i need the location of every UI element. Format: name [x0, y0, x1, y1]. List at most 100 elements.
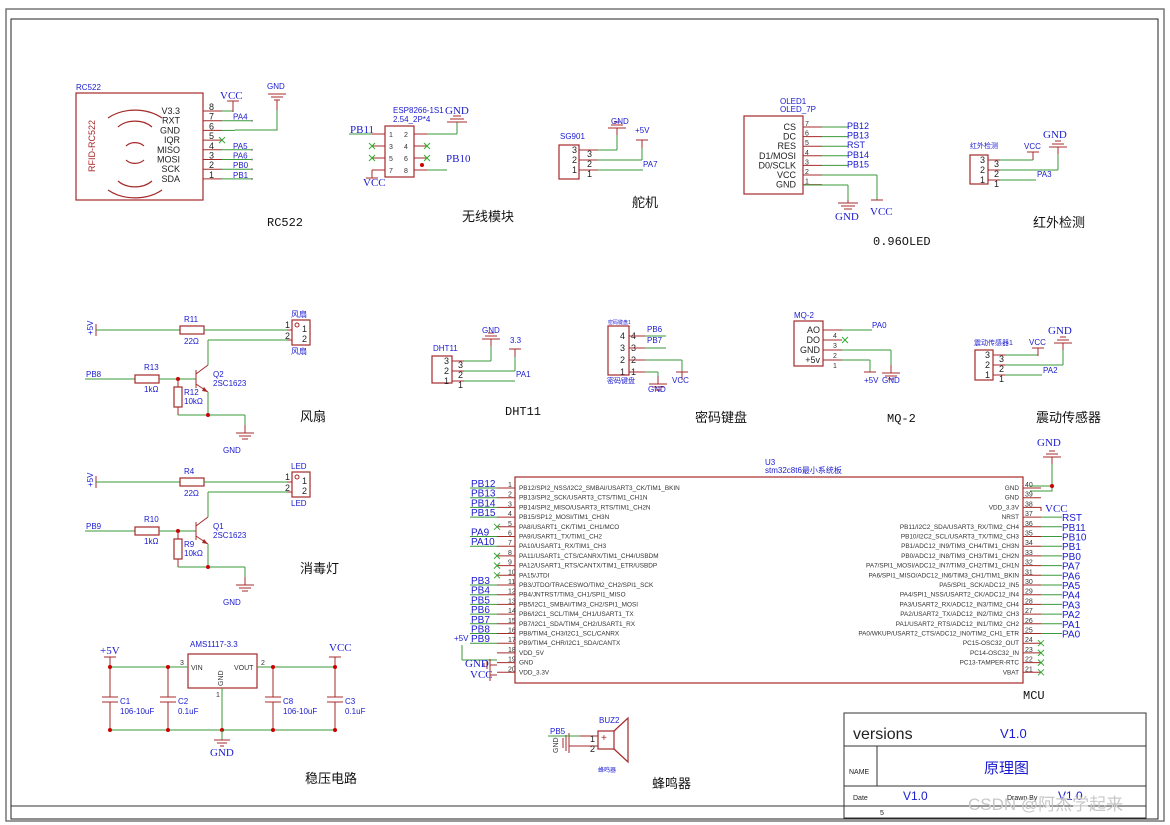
no-connect: [423, 142, 431, 150]
pin-number: 3: [458, 360, 463, 370]
pin-number: 9: [508, 560, 512, 567]
net-label: PA5: [1062, 581, 1081, 592]
pin-number: 34: [1025, 540, 1033, 547]
mcu-pin-name: PB12/SPI2_NSS/I2C2_SMBAI/USART3_CK/TIM1_…: [519, 485, 680, 492]
mcu-pin-name: PA3/USART2_RX/ADC12_IN3/TIM2_CH4: [900, 601, 1020, 608]
ground-icon: [214, 739, 230, 747]
pin-number: 4: [833, 333, 837, 340]
connector-body: [291, 471, 311, 498]
pin-number: 4: [404, 144, 408, 151]
servo-gnd-label: GND: [611, 117, 629, 126]
buzzer-block: BUZ2 PB5 GND 1 2 + 蜂鸣器 蜂鸣器: [548, 716, 691, 791]
pin-number: 26: [1025, 618, 1033, 625]
junction-dot: [166, 665, 170, 669]
wifi-net-vcc: VCC: [363, 177, 386, 189]
mcu-pin-name: GND: [1005, 485, 1020, 492]
gnd-label: GND: [223, 598, 241, 607]
capacitor-value: 106-10uF: [120, 707, 154, 716]
pin-number: 6: [805, 131, 809, 138]
mcu-pin-name: GND: [519, 660, 534, 667]
speaker-icon: [597, 716, 629, 764]
uv-led-block: +5VR422ΩLEDLED1212PB9R101kΩQ12SC1623R910…: [85, 462, 339, 607]
junction-dot: [420, 163, 424, 167]
pin-number: 3: [572, 145, 577, 155]
net-label: PA2: [1062, 610, 1081, 621]
net-label: PB14: [847, 150, 869, 160]
pin-number: 2: [458, 370, 463, 380]
polarity-mark: +: [601, 733, 607, 744]
resistor-icon: [134, 374, 160, 384]
pin-number: 1: [590, 734, 595, 744]
title-block-frame: [843, 712, 1147, 819]
pin-number: 32: [1025, 560, 1033, 567]
resistor-ref: R11: [184, 315, 199, 324]
mq2-body: [793, 320, 824, 367]
pin-number: 2: [404, 132, 408, 139]
ground-icon: [482, 332, 500, 346]
mcu-pin-name: PA11/USART1_CTS/CANRX/TIM1_CH4/USBDM: [519, 553, 659, 560]
pin-number: 3: [833, 343, 837, 350]
pin-number: 1: [805, 179, 809, 186]
net-label: PB3: [471, 576, 490, 587]
pin-number: 27: [1025, 608, 1033, 615]
resistor-value: 1kΩ: [144, 385, 158, 394]
resistor-icon: [173, 538, 183, 560]
pin-number: 1: [389, 132, 393, 139]
net-label: PB15: [847, 159, 869, 169]
mcu-pin-name: PA0/WKUP/USART2_CTS/ADC12_IN0/TIM2_CH1_E…: [858, 631, 1019, 638]
pin-number: 7: [508, 540, 512, 547]
net-label: RST: [1062, 513, 1082, 524]
pin-number: 3: [994, 159, 999, 169]
junction-dot: [206, 413, 210, 417]
no-connect-icon: [493, 552, 501, 560]
pin-name: AO: [807, 325, 820, 335]
pin-number: 1: [302, 476, 307, 486]
mcu-caption: MCU: [1023, 689, 1045, 703]
driver-caption: 消毒灯: [300, 561, 339, 576]
pin-number: 29: [1025, 589, 1033, 596]
wifi-footprint: 2.54_2P*4: [393, 115, 431, 124]
capacitor-value: 0.1uF: [178, 707, 199, 716]
net-label: PB5: [471, 595, 490, 606]
mcu-pin-name: VDD_3.3V: [989, 504, 1020, 511]
wire: [195, 516, 209, 527]
transistor-ref: Q1: [213, 522, 224, 531]
junction-dot: [108, 665, 112, 669]
mcu-pin-name: PC14-OSC32_IN: [970, 650, 1019, 657]
mcu-pin-name: PB9/TIM4_CHR/I2C1_SDA/CANTX: [519, 640, 621, 647]
junction-dot: [271, 728, 275, 732]
ir-body: [969, 154, 989, 185]
dht11-body: [431, 355, 453, 384]
wifi-ref: ESP8266-1S1: [393, 106, 444, 115]
oled-body: [743, 115, 804, 195]
net-label: PA4: [233, 113, 248, 122]
ir-ref: 红外检测: [970, 141, 998, 150]
resistor-value: 10kΩ: [184, 397, 203, 406]
pin-name: GND: [776, 180, 797, 190]
no-connect: [368, 154, 376, 162]
pin-number: 5: [389, 156, 393, 163]
pin-number: 7: [389, 168, 393, 175]
no-connect-icon: [1037, 639, 1045, 647]
pin-number: 14: [508, 608, 516, 615]
driver-caption: 风扇: [300, 409, 326, 424]
pin-name: +5v: [805, 355, 820, 365]
pin-name: RXT: [162, 116, 181, 126]
gnd-label: GND: [223, 446, 241, 455]
pin-number: 1: [999, 374, 1004, 384]
net-label: PA1: [1062, 620, 1081, 631]
mcu-pin-name: NRST: [1002, 514, 1019, 521]
pin-number: 33: [1025, 550, 1033, 557]
net-label: PA7: [1062, 562, 1081, 573]
pin-number: 17: [508, 637, 516, 644]
mcu-gnd-left-label: GND: [465, 658, 489, 670]
pin-number: 1: [444, 376, 449, 386]
no-connect-icon: [841, 336, 849, 344]
pin-number: 13: [508, 598, 516, 605]
power-port-icon: [1032, 347, 1044, 356]
transistor-part: 2SC1623: [213, 531, 247, 540]
pin-number: 2: [985, 360, 990, 370]
net-label: PB4: [471, 586, 490, 597]
